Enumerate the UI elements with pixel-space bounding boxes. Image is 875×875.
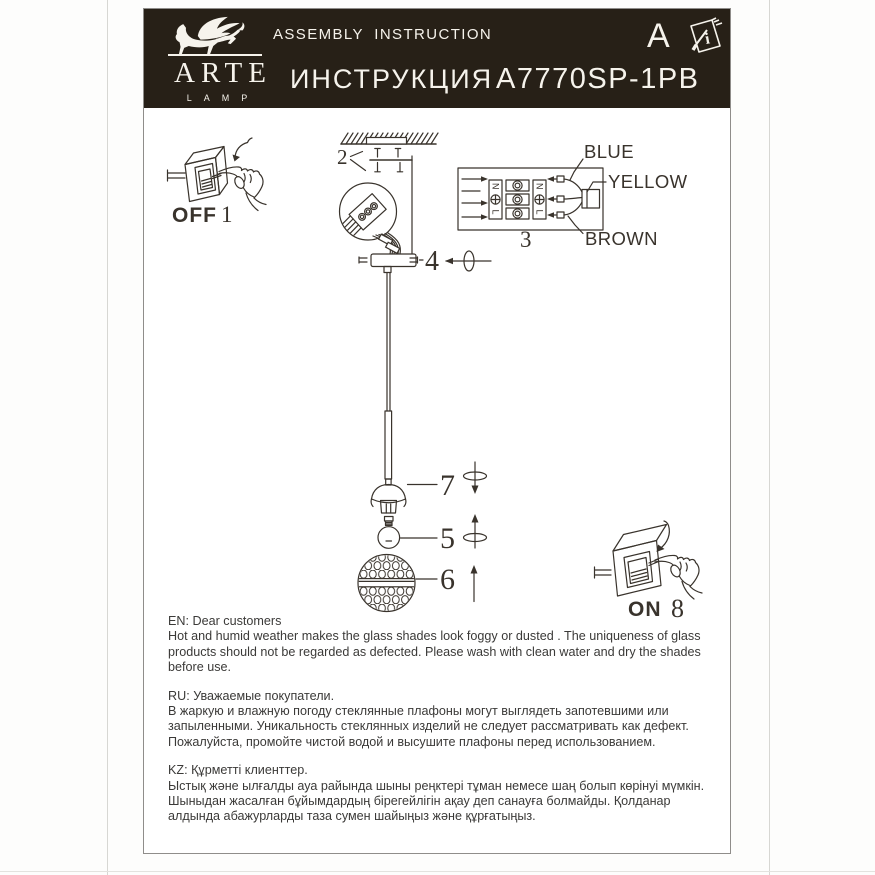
brand-block: ARTE LAMP — [144, 9, 274, 108]
brand-name: ARTE — [174, 57, 272, 89]
notice-ru: RU: Уважаемые покупатели. В жаркую и вла… — [168, 689, 714, 751]
arte-lion-logo-icon — [175, 16, 245, 56]
scan-edge-left — [107, 0, 108, 875]
model-number: A7770SP-1PB — [496, 63, 700, 95]
notice-en-body: Hot and humid weather makes the glass sh… — [168, 629, 701, 675]
manual-book-icon: i — [690, 17, 723, 53]
notice-kz-title: KZ: Құрметті клиенттер. — [168, 763, 308, 778]
notice-kz-body: Ыстық және ылғалды ауа райында шыны реңк… — [168, 778, 705, 824]
notice-en-title: EN: Dear customers — [168, 614, 282, 628]
notice-kz: KZ: Құрметті клиенттер. Ыстық және ылғал… — [168, 763, 714, 825]
scan-edge-right — [769, 0, 770, 875]
brand-rule — [168, 54, 262, 56]
brand-sub: LAMP — [186, 93, 260, 103]
book-letter-i: i — [704, 30, 712, 48]
notice-ru-body: В жаркую и влажную погоду стеклянные пла… — [168, 704, 689, 749]
header-title-ru: ИНСТРУКЦИЯ — [290, 64, 494, 94]
document-frame: ARTE LAMP ASSEMBLY INSTRUCTION ИНСТРУКЦИ… — [143, 8, 731, 854]
header-title-en: ASSEMBLY INSTRUCTION — [273, 26, 493, 43]
customer-notices: EN: Dear customers Hot and humid weather… — [168, 614, 714, 825]
notice-ru-title: RU: Уважаемые покупатели. — [168, 688, 335, 703]
header-corner-letter: A — [647, 17, 670, 55]
header-banner: ARTE LAMP ASSEMBLY INSTRUCTION ИНСТРУКЦИ… — [144, 9, 730, 108]
notice-en: EN: Dear customers Hot and humid weather… — [168, 614, 714, 676]
scan-edge-bottom — [0, 871, 875, 872]
